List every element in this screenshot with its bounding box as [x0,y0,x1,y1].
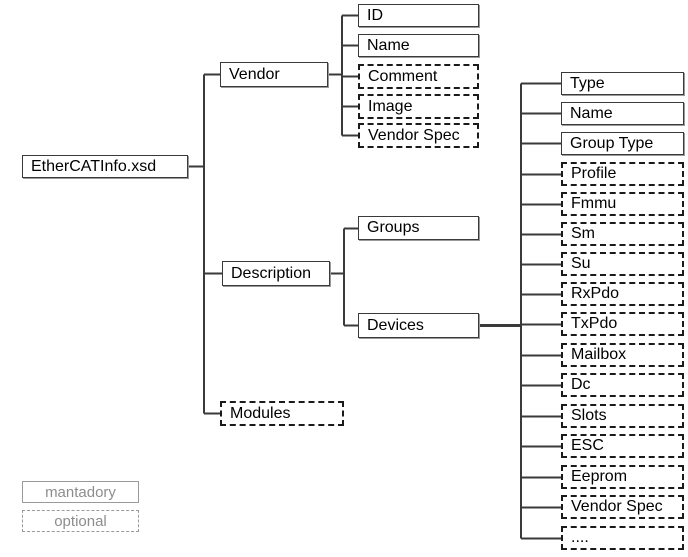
node-vendor-id[interactable]: ID [358,4,479,27]
node-dev-name[interactable]: Name [561,102,684,125]
node-dev-profile[interactable]: Profile [561,162,684,186]
node-label: Name [367,36,410,54]
node-label: Su [571,255,591,272]
node-label: Type [570,74,605,92]
node-dev-rxpdo[interactable]: RxPdo [561,282,684,306]
node-dev-fmmu[interactable]: Fmmu [561,192,684,216]
node-vendor-image[interactable]: Image [358,94,479,119]
node-dev-slots[interactable]: Slots [561,404,684,428]
node-devices[interactable]: Devices [358,313,479,338]
node-root[interactable]: EtherCATInfo.xsd [22,155,188,178]
node-label: Mailbox [571,346,627,363]
node-label: Devices [367,316,424,334]
node-label: EtherCATInfo.xsd [31,157,157,175]
node-dev-grouptype[interactable]: Group Type [561,132,684,155]
legend-mandatory: mantadory [22,481,139,503]
node-vendor-vendorspec[interactable]: Vendor Spec [358,123,479,148]
node-groups[interactable]: Groups [358,216,479,240]
legend-label: mantadory [45,483,116,501]
node-label: RxPdo [571,285,620,302]
node-label: Groups [367,219,420,236]
node-label: Profile [571,165,617,182]
node-vendor-name[interactable]: Name [358,34,479,57]
node-vendor-comment[interactable]: Comment [358,64,479,89]
node-dev-esc[interactable]: ESC [561,434,684,458]
node-label: Vendor [229,65,280,83]
node-label: Modules [230,404,291,422]
node-dev-vendorspec[interactable]: Vendor Spec [561,495,684,519]
node-label: Eeprom [571,468,628,485]
node-label: Vendor Spec [368,126,460,144]
node-label: ID [367,6,383,24]
node-label: Fmmu [571,195,617,212]
node-dev-dc[interactable]: Dc [561,373,684,397]
legend-optional: optional [22,510,139,532]
node-label: Group Type [570,134,654,152]
node-label: Sm [571,225,595,242]
node-label: ESC [571,437,604,454]
node-vendor[interactable]: Vendor [220,62,328,87]
node-label: TxPdo [571,315,618,332]
node-label: .... [571,529,589,546]
node-label: Dc [571,376,591,393]
node-label: Name [570,104,613,122]
node-dev-mailbox[interactable]: Mailbox [561,343,684,367]
node-label: Vendor Spec [571,498,663,515]
node-modules[interactable]: Modules [220,401,344,426]
node-label: Comment [368,67,438,85]
node-label: Image [368,97,413,115]
node-description[interactable]: Description [222,261,330,286]
node-dev-more[interactable]: .... [561,526,684,550]
legend-label: optional [54,512,107,530]
node-dev-type[interactable]: Type [561,72,684,95]
node-dev-sm[interactable]: Sm [561,222,684,246]
node-dev-eeprom[interactable]: Eeprom [561,465,684,489]
node-dev-su[interactable]: Su [561,252,684,276]
node-label: Slots [571,407,607,424]
node-dev-txpdo[interactable]: TxPdo [561,312,684,336]
node-label: Description [231,264,312,282]
